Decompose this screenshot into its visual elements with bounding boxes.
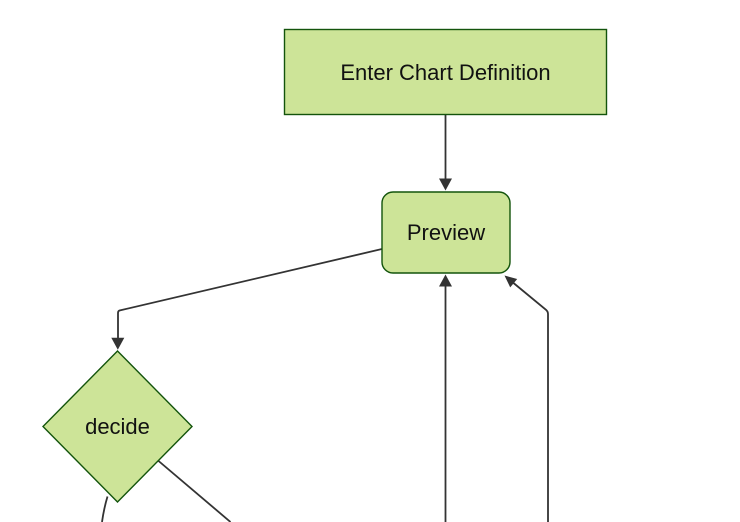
arrowhead-into-preview-bottom xyxy=(439,274,452,287)
arrowhead-into-decide-top xyxy=(111,337,125,350)
node-preview: Preview xyxy=(381,191,511,274)
edge-preview-to-decide xyxy=(117,248,383,339)
node-enter-chart-definition: Enter Chart Definition xyxy=(283,28,608,116)
edge-layer xyxy=(101,114,549,522)
node-enter-chart-definition-shape xyxy=(283,28,608,116)
node-layer: Enter Chart Definition Preview decide xyxy=(42,28,608,503)
arrowhead-into-preview-corner xyxy=(504,275,518,288)
edge-decide-to-bottom-left xyxy=(101,496,109,522)
arrowhead-into-preview-top xyxy=(439,178,452,191)
node-enter-chart-definition-label: Enter Chart Definition xyxy=(340,60,550,85)
node-decide-label: decide xyxy=(85,414,150,439)
edge-decide-to-bottom-right xyxy=(157,459,232,522)
node-decide-shape xyxy=(42,350,193,503)
node-decide: decide xyxy=(42,350,193,503)
node-preview-shape xyxy=(381,191,511,274)
node-preview-label: Preview xyxy=(407,220,485,245)
edge-bottom-right-to-preview xyxy=(512,282,549,522)
